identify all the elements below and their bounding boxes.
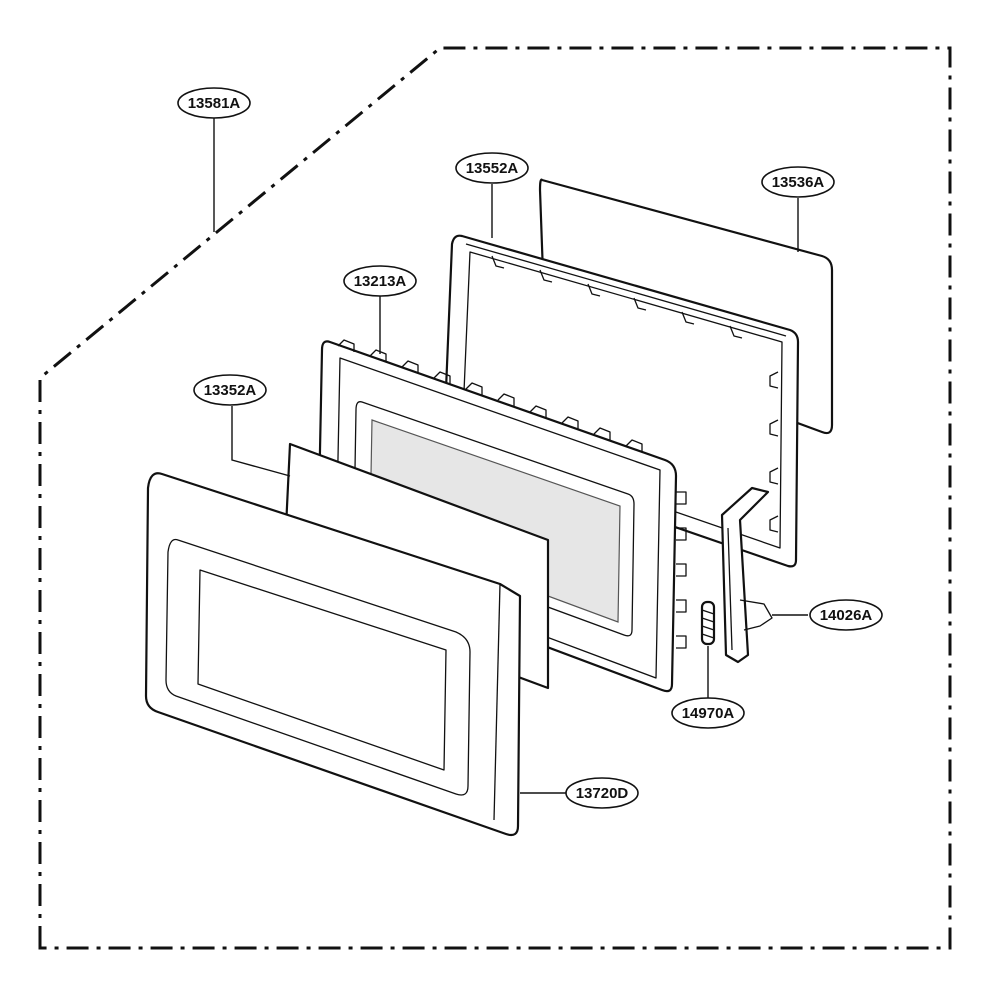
callout-13352A[interactable]: 13352A [193, 374, 267, 406]
svg-text:13581A: 13581A [188, 95, 241, 112]
callout-13720D[interactable]: 13720D [565, 777, 639, 809]
leader-13352A [231, 406, 291, 477]
svg-text:13213A: 13213A [354, 273, 407, 290]
svg-text:13720D: 13720D [576, 785, 629, 802]
part-13552A-frame [442, 234, 800, 568]
callout-13536A[interactable]: 13536A [761, 166, 835, 198]
callout-13581A[interactable]: 13581A [177, 87, 251, 119]
part-14970A-spring [700, 600, 716, 646]
callout-13213A[interactable]: 13213A [343, 265, 417, 297]
part-13720D-door-trim [144, 472, 522, 837]
svg-text:13552A: 13552A [466, 160, 519, 177]
assembly-boundary [38, 46, 952, 950]
callout-14970A[interactable]: 14970A [671, 697, 745, 729]
callout-14026A[interactable]: 14026A [809, 599, 883, 631]
part-14026A-latch [720, 486, 773, 664]
svg-text:14970A: 14970A [682, 705, 735, 722]
callout-13552A[interactable]: 13552A [455, 152, 529, 184]
svg-text:13352A: 13352A [204, 382, 257, 399]
svg-text:14026A: 14026A [820, 607, 873, 624]
svg-text:13536A: 13536A [772, 174, 825, 191]
